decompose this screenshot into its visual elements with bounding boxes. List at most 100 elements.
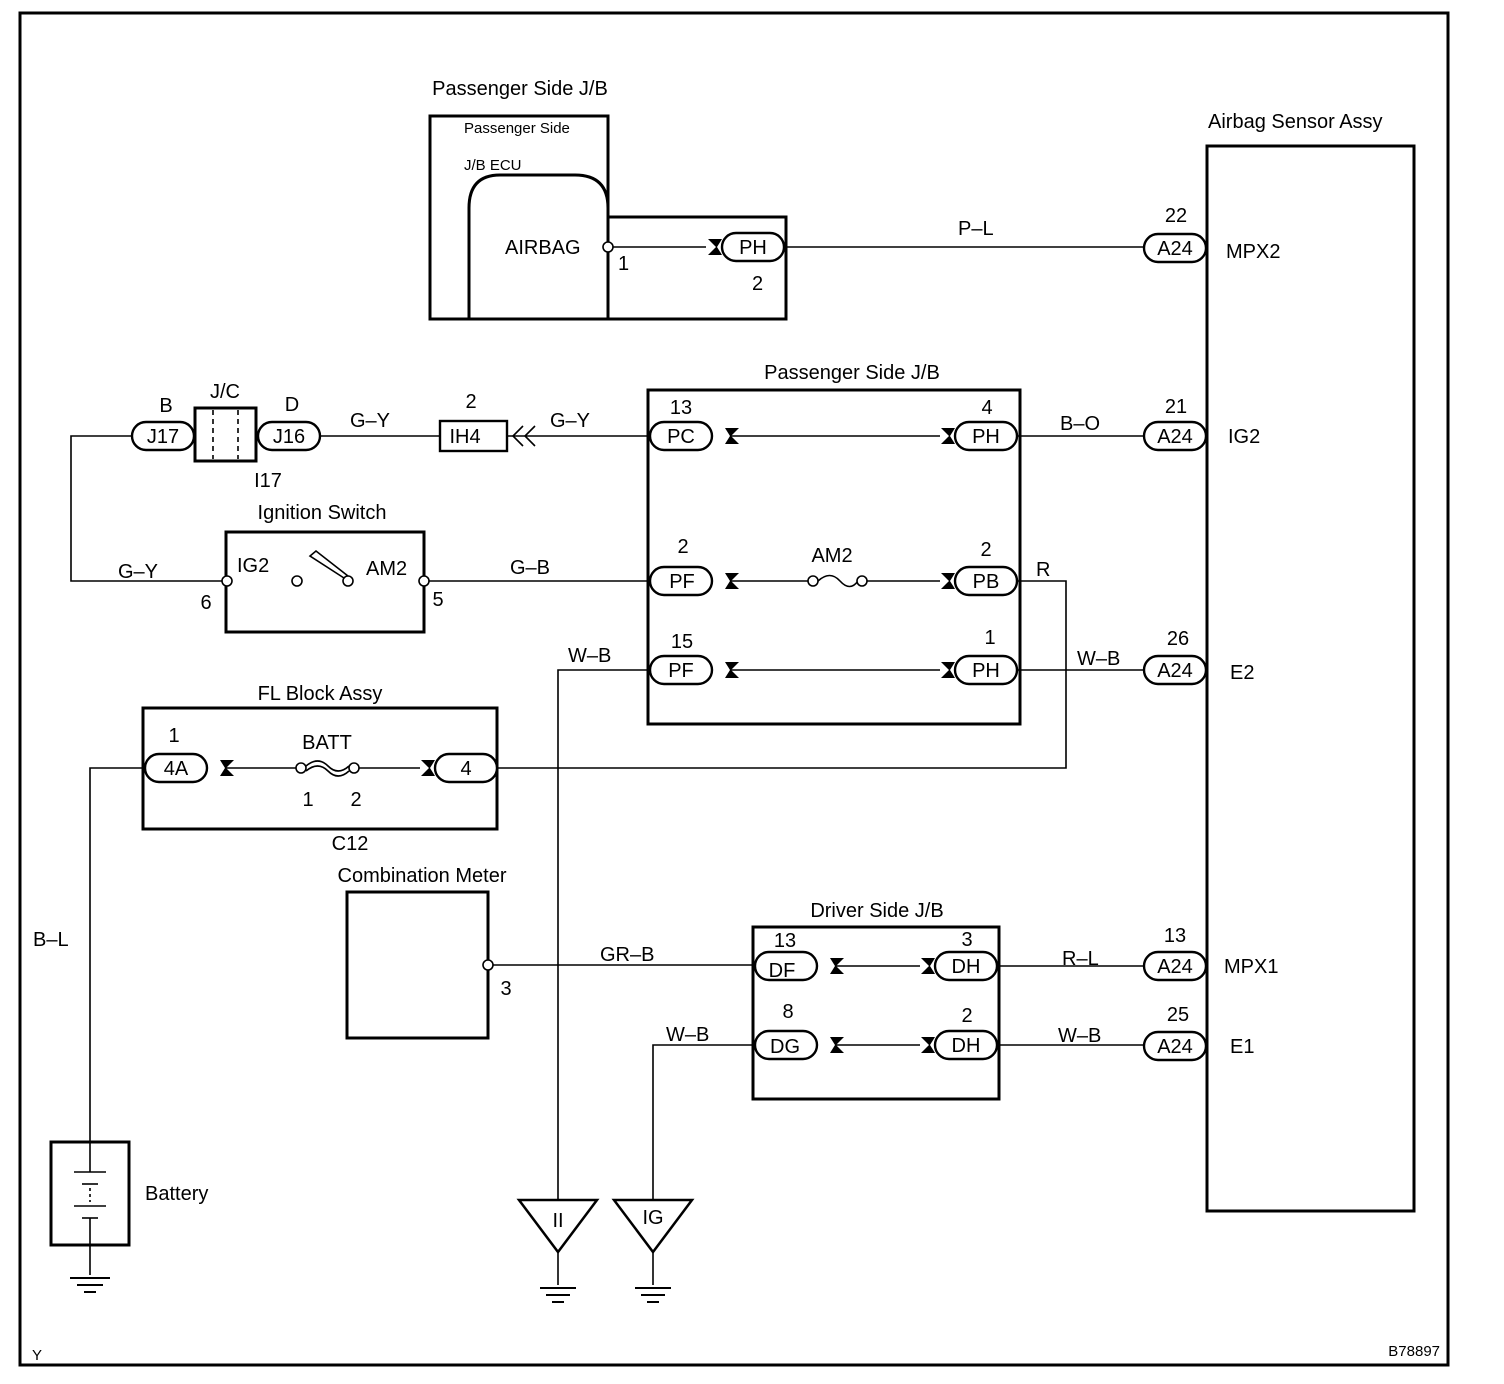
- ph-top-pin: 2: [752, 273, 763, 295]
- connector-ph-top: [720, 231, 786, 263]
- wire-label-g-b: G–B: [510, 557, 550, 579]
- ignition-ig2: IG2: [237, 555, 269, 577]
- pin-pf2: 2: [677, 536, 688, 558]
- terminal-mpx2: MPX2: [1226, 241, 1280, 263]
- ignition-pin-6-terminal: [221, 575, 233, 587]
- pin-pc: 13: [670, 397, 692, 419]
- wire-w-b-ground-ig: [652, 1044, 755, 1200]
- connector-a24-21-label: A24: [1157, 426, 1193, 448]
- junction-connector: [193, 406, 258, 463]
- ignition-contact-1: [291, 575, 303, 587]
- driver-jb-box: [751, 925, 1001, 1101]
- wire-g-y-loop: [70, 435, 227, 582]
- corner-label-left: Y: [32, 1347, 42, 1364]
- ignition-switch-blade: [308, 549, 349, 579]
- pin-dh2: 2: [961, 1005, 972, 1027]
- jc-id: I17: [254, 470, 282, 492]
- ground-ig-icon: [635, 1287, 671, 1303]
- pin-dh3: 3: [961, 929, 972, 951]
- connector-4: [433, 752, 499, 784]
- airbag-pin: 1: [618, 253, 629, 275]
- batt-fuse-pin-2: 2: [350, 789, 361, 811]
- connector-pf15-label: PF: [668, 660, 694, 682]
- connector-pf2-label: PF: [669, 571, 695, 593]
- wire-label-b-o: B–O: [1060, 413, 1100, 435]
- wire-label-gr-b: GR–B: [600, 944, 654, 966]
- pin-a24-21: 21: [1165, 396, 1187, 418]
- ground-ig-label: IG: [642, 1207, 663, 1229]
- connector-a24-25-label: A24: [1157, 1036, 1193, 1058]
- wire-w-b-ground-ii: [557, 669, 650, 1200]
- connector-a24-25: [1142, 1030, 1208, 1062]
- diagram-frame: [18, 11, 1450, 1367]
- terminal-e2: E2: [1230, 662, 1254, 684]
- connector-ph1-label: PH: [972, 660, 1000, 682]
- wire-label-p-l: P–L: [958, 218, 994, 240]
- passenger-jb-box: [646, 388, 1022, 726]
- am2-fuse-terminal-2: [856, 575, 868, 587]
- airbag-terminal: [602, 241, 614, 253]
- connector-ph-top-label: PH: [739, 237, 767, 259]
- connector-ph4-label: PH: [972, 426, 1000, 448]
- combination-meter-box: [345, 890, 490, 1040]
- fl-block-title: FL Block Assy: [258, 683, 383, 705]
- ground-point-ig: [611, 1198, 695, 1255]
- passenger-jb-ecu-box: [428, 114, 788, 321]
- connector-j17-label: J17: [147, 426, 179, 448]
- wire-label-w-b-1: W–B: [568, 645, 611, 667]
- ih4-pin: 2: [465, 391, 476, 413]
- jc-title: J/C: [210, 381, 240, 403]
- batt-label: BATT: [302, 732, 352, 754]
- ignition-pin-5: 5: [432, 589, 443, 611]
- wire-label-w-b-2: W–B: [1077, 648, 1120, 670]
- am2-fuse-label: AM2: [811, 545, 852, 567]
- connector-4-label: 4: [460, 758, 471, 780]
- airbag-label: AIRBAG: [505, 237, 581, 259]
- wire-label-g-y-3: G–Y: [118, 561, 158, 583]
- jc-pin-d: D: [285, 394, 299, 416]
- airbag-module: [467, 173, 610, 321]
- ignition-pin-5-terminal: [418, 575, 430, 587]
- airbag-sensor-box: [1205, 144, 1416, 1213]
- wire-label-r-l: R–L: [1062, 948, 1099, 970]
- fl-pin-1: 1: [168, 725, 179, 747]
- batt-fuse-terminal-2: [348, 762, 360, 774]
- diagram-id: B78897: [1388, 1343, 1440, 1360]
- connector-dg-label: DG: [770, 1036, 800, 1058]
- pin-dg: 8: [782, 1001, 793, 1023]
- connector-a24-26-label: A24: [1157, 660, 1193, 682]
- pin-ph1: 1: [984, 627, 995, 649]
- pin-a24-25: 25: [1167, 1004, 1189, 1026]
- wire-label-w-b-4: W–B: [1058, 1025, 1101, 1047]
- connector-df: [753, 950, 819, 982]
- pin-a24-13: 13: [1164, 925, 1186, 947]
- connector-4a-label: 4A: [164, 758, 189, 780]
- batt-fuse-terminal-1: [295, 762, 307, 774]
- ground-ii-icon: [540, 1287, 576, 1303]
- passenger-jb-title: Passenger Side J/B: [764, 362, 940, 384]
- wire-label-r: R: [1036, 559, 1050, 581]
- connector-pc-label: PC: [667, 426, 695, 448]
- connector-dh3-label: DH: [952, 956, 981, 978]
- wire-label-g-y-1: G–Y: [350, 410, 390, 432]
- pin-pf15: 15: [671, 631, 693, 653]
- passenger-jb-ecu-inner-label: Passenger Side: [464, 120, 570, 137]
- terminal-mpx1: MPX1: [1224, 956, 1278, 978]
- battery-label: Battery: [145, 1183, 208, 1205]
- ignition-contact-2: [342, 575, 354, 587]
- batt-fusible-link: [305, 760, 350, 777]
- wire-label-w-b-3: W–B: [666, 1024, 709, 1046]
- connector-pb2-label: PB: [973, 571, 1000, 593]
- pin-a24-22: 22: [1165, 205, 1187, 227]
- combination-meter-pin: 3: [500, 978, 511, 1000]
- wire-b-l: [89, 767, 145, 1142]
- ground-point-ii: [516, 1198, 600, 1255]
- passenger-jb-ecu-title: Passenger Side J/B: [432, 78, 608, 100]
- pin-ph4: 4: [981, 397, 992, 419]
- connector-a24-13-label: A24: [1157, 956, 1193, 978]
- terminal-e1: E1: [1230, 1036, 1254, 1058]
- connector-a24-22: [1142, 232, 1208, 264]
- jc-pin-b: B: [159, 395, 172, 417]
- am2-fuse: [817, 574, 859, 588]
